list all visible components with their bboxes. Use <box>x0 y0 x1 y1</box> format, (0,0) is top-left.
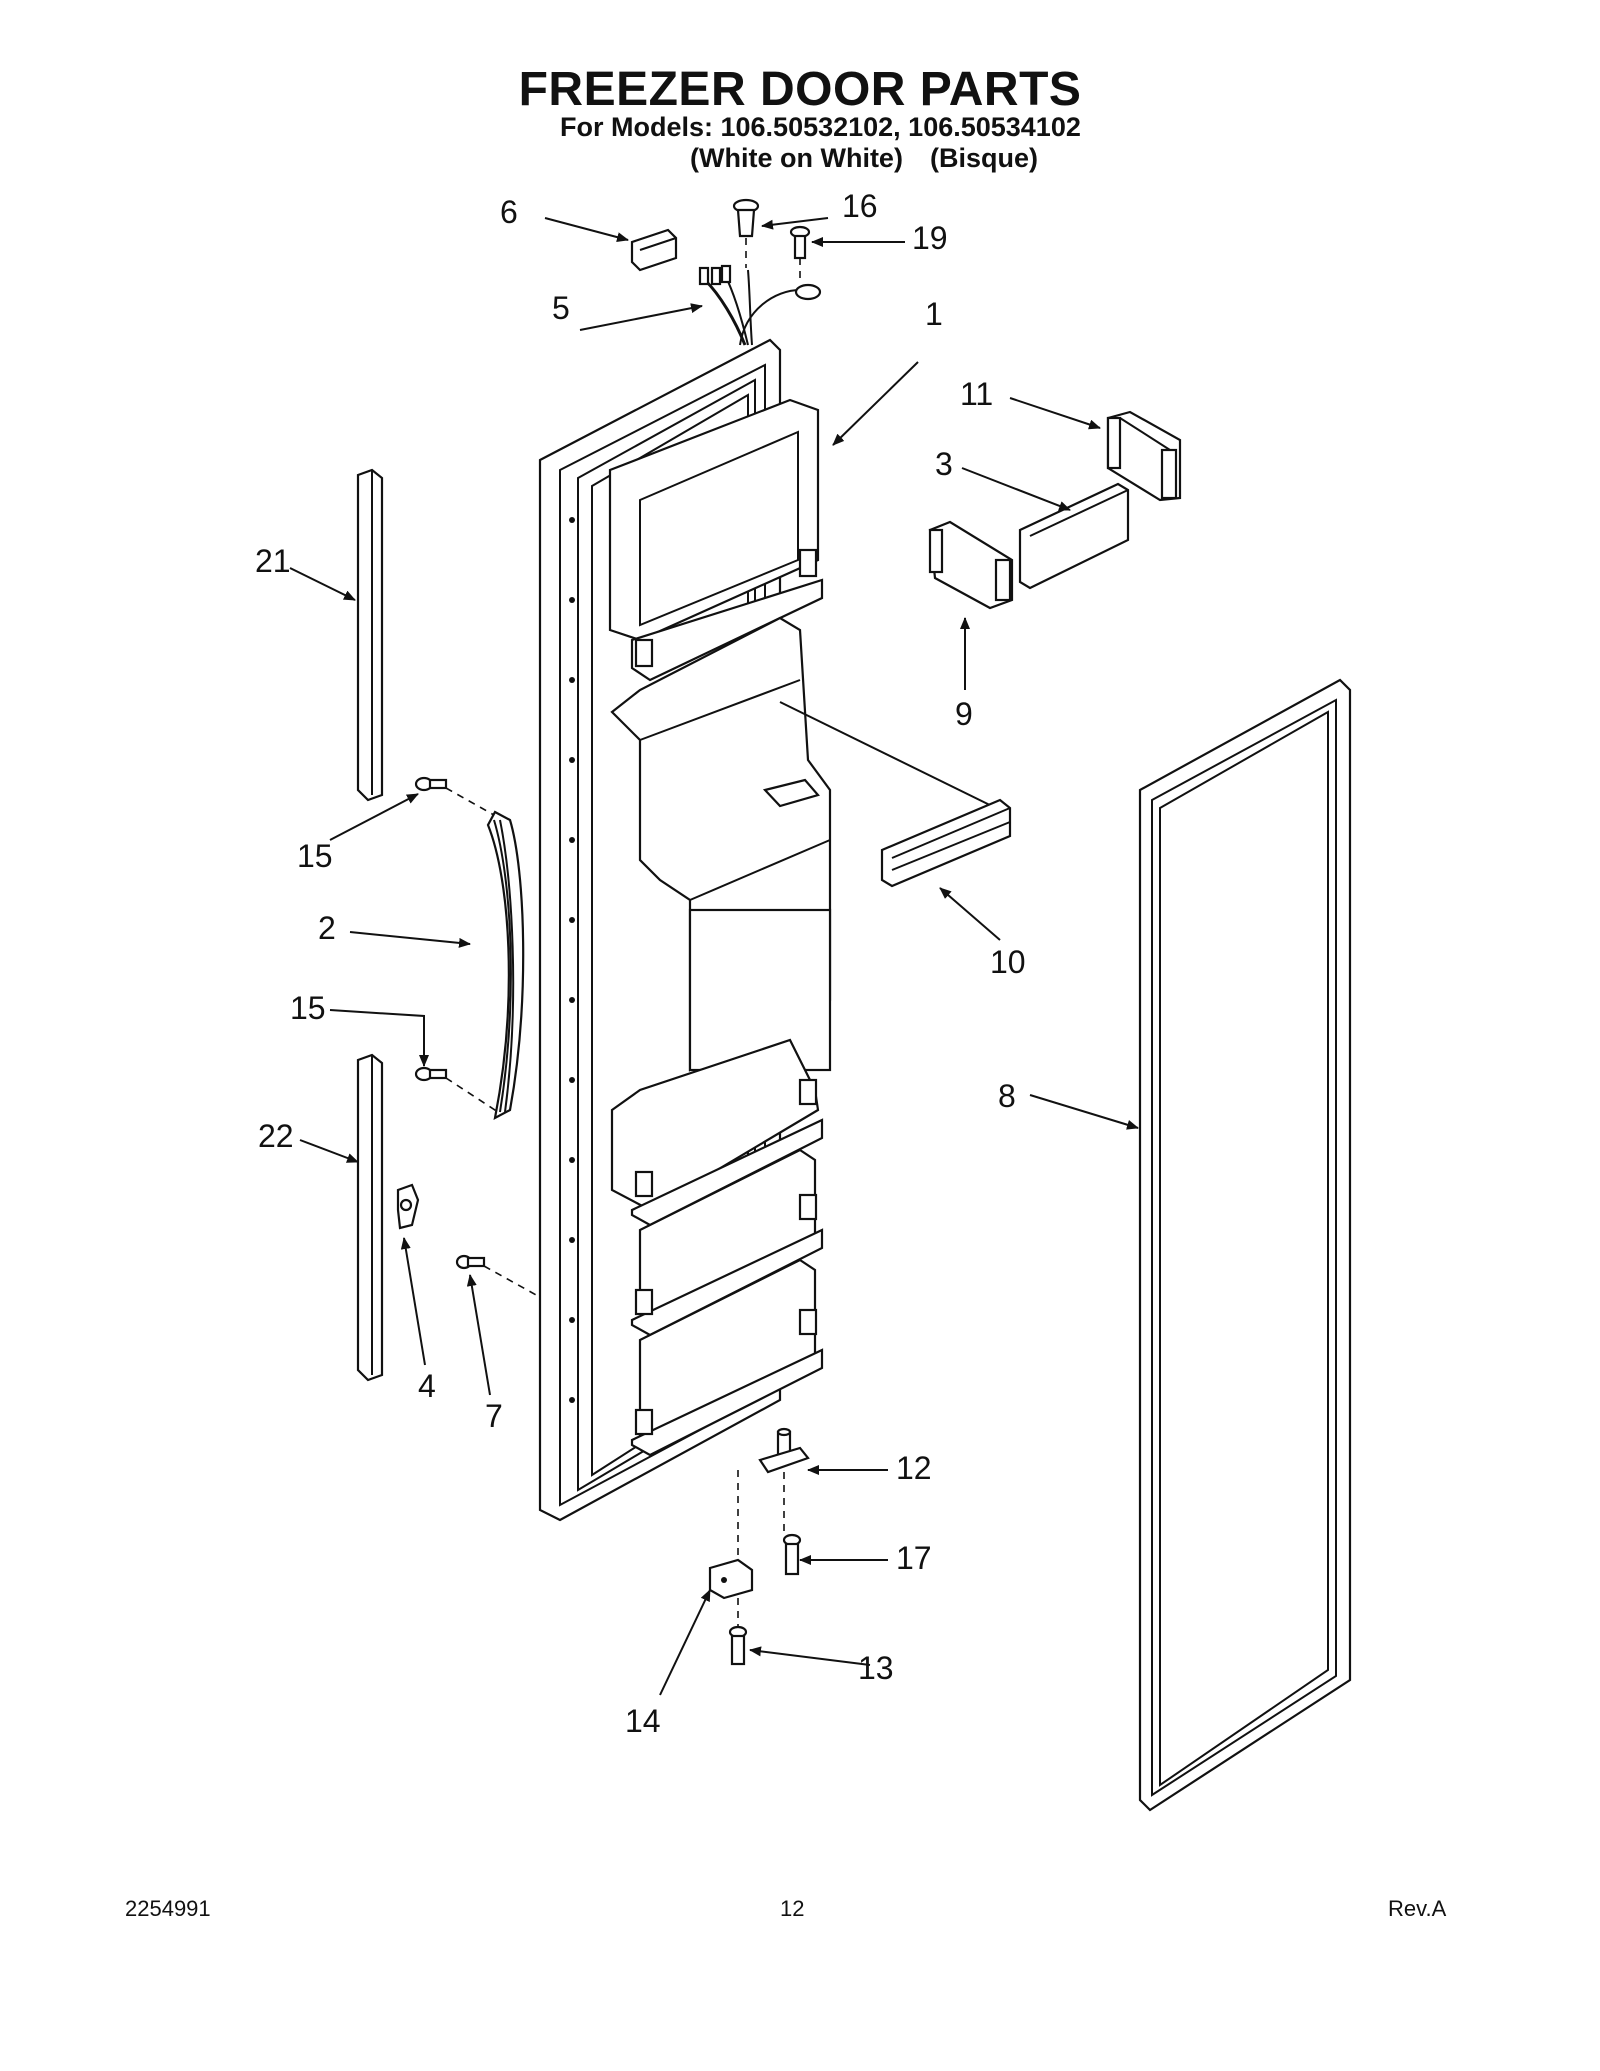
callout-22: 22 <box>258 1118 294 1154</box>
doc-number: 2254991 <box>125 1896 211 1921</box>
callout-6: 6 <box>500 194 518 230</box>
callout-21: 21 <box>255 543 291 579</box>
bracket-part-11 <box>1106 410 1182 502</box>
door-flange-holes <box>569 517 575 1403</box>
screw-13-part <box>728 1625 748 1666</box>
cover-part-3 <box>1018 482 1130 590</box>
callout-19: 19 <box>912 220 948 256</box>
callout-9: 9 <box>955 696 973 732</box>
page-number: 12 <box>780 1896 805 1921</box>
callout-5: 5 <box>552 290 570 326</box>
trim-strip-21 <box>356 468 384 802</box>
door-clip-part <box>396 1183 420 1230</box>
callout-10: 10 <box>990 944 1026 980</box>
models-subtitle: For Models: 106.50532102, 106.50534102 <box>560 112 1081 142</box>
callout-14: 14 <box>625 1703 661 1739</box>
callout-13: 13 <box>858 1650 894 1686</box>
color-variant-white: (White on White) <box>690 143 903 173</box>
callout-3: 3 <box>935 446 953 482</box>
screw-19-part <box>789 225 811 280</box>
bracket-part-9 <box>928 520 1014 610</box>
trim-strip-22 <box>356 1053 384 1382</box>
hinge-bracket-part-14 <box>708 1470 754 1628</box>
callout-16: 16 <box>842 188 878 224</box>
revision-label: Rev.A <box>1388 1896 1447 1921</box>
callout-7: 7 <box>485 1398 503 1434</box>
page-title: FREEZER DOOR PARTS <box>518 63 1082 116</box>
color-variant-bisque: (Bisque) <box>930 143 1038 173</box>
screw-17-part <box>782 1533 802 1576</box>
light-socket-part-16 <box>732 198 760 268</box>
rail-part-10 <box>880 798 1012 888</box>
handle-screw-lower <box>414 1066 499 1113</box>
door-handle-part <box>486 810 525 1121</box>
door-gasket-part <box>1138 678 1352 1812</box>
callout-1: 1 <box>925 296 943 332</box>
freezer-door-part <box>538 264 1001 1522</box>
callout-15-lower: 15 <box>290 990 326 1026</box>
callout-15-upper: 15 <box>297 838 333 874</box>
callout-4: 4 <box>418 1368 436 1404</box>
callout-11: 11 <box>960 376 994 412</box>
leader-lines <box>289 217 1139 1696</box>
callout-8: 8 <box>998 1078 1016 1114</box>
screw-7-part <box>455 1254 539 1297</box>
hinge-pin-part-12 <box>758 1427 810 1535</box>
connector-part-6 <box>630 228 678 272</box>
callout-17: 17 <box>896 1540 932 1576</box>
handle-screw-upper <box>414 776 495 816</box>
callout-2: 2 <box>318 910 336 946</box>
callout-12: 12 <box>896 1450 932 1486</box>
